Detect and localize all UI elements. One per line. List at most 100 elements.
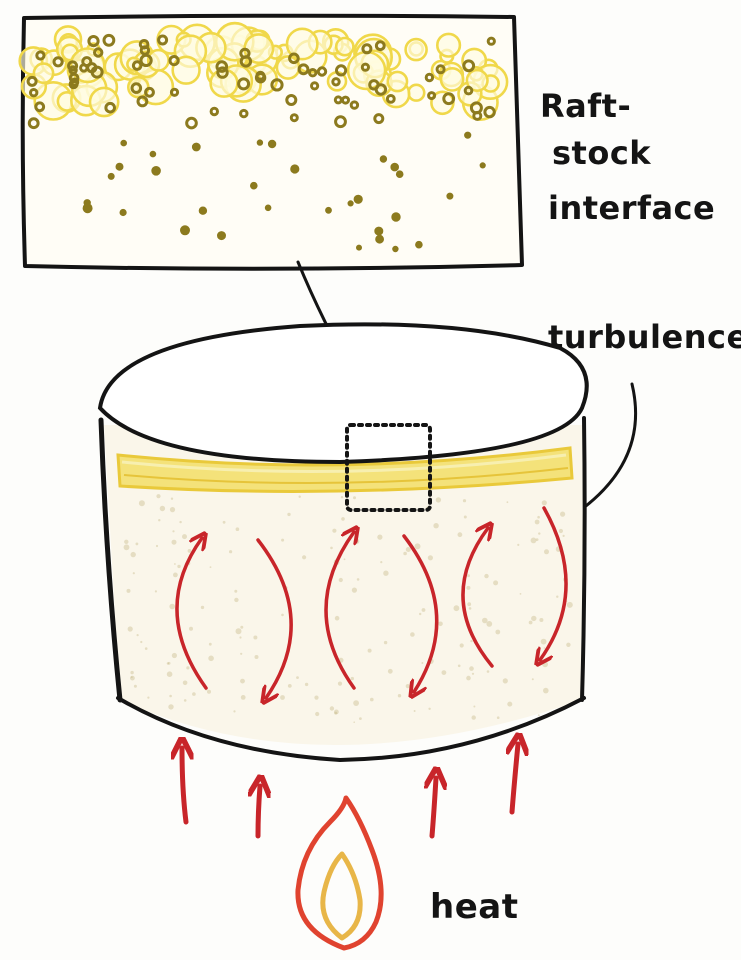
stock-speck xyxy=(132,572,135,575)
pot xyxy=(97,322,589,763)
stock-speck xyxy=(334,711,338,715)
stock-speck xyxy=(240,678,245,684)
stock-speck xyxy=(171,652,177,659)
stock-speck xyxy=(531,678,534,681)
stock-speck xyxy=(428,707,431,710)
stock-speck xyxy=(240,652,243,655)
raft-particle xyxy=(104,101,116,114)
raft-particle xyxy=(93,47,104,58)
stock-particle xyxy=(149,150,157,158)
stock-speck xyxy=(469,666,474,671)
pot-rim xyxy=(97,322,589,465)
stock-speck xyxy=(519,593,522,595)
stock-speck xyxy=(471,715,476,720)
raft-particle xyxy=(86,62,98,74)
raft-particle xyxy=(168,55,180,67)
convection-arrow-down-1 xyxy=(256,538,293,698)
raft-particle xyxy=(70,77,80,87)
stock-speck xyxy=(496,716,500,719)
stock-speck xyxy=(517,543,520,547)
stock-speck xyxy=(304,682,309,687)
stock-speck xyxy=(470,639,473,643)
stock-speck xyxy=(427,555,433,561)
stock-speck xyxy=(502,678,508,684)
raft-particles xyxy=(26,33,496,130)
stock-particle xyxy=(250,181,258,190)
pot-bottom xyxy=(116,696,586,763)
stock-speck xyxy=(457,664,461,668)
stock-particle xyxy=(151,166,161,176)
stock-speck xyxy=(341,517,345,521)
raft-particle xyxy=(462,59,476,73)
stock-particle xyxy=(353,194,363,204)
stock-speck xyxy=(235,628,242,635)
stock-speck xyxy=(383,570,389,576)
raft-particle xyxy=(285,94,298,106)
raft-particle xyxy=(157,34,169,46)
stock-speck xyxy=(556,595,559,598)
heat-arrow-1 xyxy=(182,748,186,825)
stock-speck xyxy=(414,543,421,550)
raft-bubble xyxy=(32,62,55,85)
stock-particle xyxy=(120,139,127,147)
stock-speck xyxy=(126,588,131,593)
stock-speck xyxy=(253,635,258,640)
stock-particle xyxy=(395,170,404,178)
stock-particle xyxy=(267,139,277,149)
stock-speck xyxy=(281,613,284,617)
stock-speck xyxy=(537,714,540,717)
stock-speck xyxy=(486,670,490,673)
stock-speck xyxy=(287,684,292,688)
stock-speck xyxy=(330,546,333,550)
raft-bubble xyxy=(404,37,428,62)
stock-speck xyxy=(353,496,356,500)
stock-particle xyxy=(415,240,423,249)
stock-particle xyxy=(82,203,93,214)
raft-particle xyxy=(308,68,318,78)
stock-speck xyxy=(343,558,346,561)
raft-particle xyxy=(216,66,229,79)
stock-speck xyxy=(280,695,285,700)
stock-speck xyxy=(530,537,537,544)
raft-particle xyxy=(385,94,396,104)
stock-speck xyxy=(560,511,566,517)
convection-arrow-up-1 xyxy=(175,538,206,690)
raft-particle xyxy=(215,60,229,73)
stock-speck xyxy=(539,618,544,622)
raft-particle xyxy=(360,62,370,72)
stock-speck xyxy=(410,632,415,637)
pot-right-wall xyxy=(580,416,587,702)
stock-speck xyxy=(566,601,573,608)
stock-speck xyxy=(169,507,176,513)
stock-speck xyxy=(136,634,139,637)
raft-particle xyxy=(87,35,100,48)
stock-speck xyxy=(468,607,472,610)
raft-particle xyxy=(463,85,474,96)
stock-speck xyxy=(189,626,193,631)
raft-particle xyxy=(131,60,143,71)
stock-speck xyxy=(329,706,335,711)
stock-particle xyxy=(115,162,124,171)
stock-speck xyxy=(558,528,564,534)
stock-speck xyxy=(435,497,442,503)
stock-speck xyxy=(281,538,285,542)
stock-speck xyxy=(334,709,339,715)
raft-label-line1: Raft- xyxy=(540,87,631,125)
stock-speck xyxy=(174,563,176,565)
stock-speck xyxy=(531,615,537,622)
heat-arrow-4 xyxy=(512,744,518,815)
stock-speck xyxy=(566,642,571,647)
raft-particle xyxy=(374,83,388,96)
stock-speck xyxy=(144,647,148,650)
stock-speck xyxy=(466,675,471,681)
stock-particle xyxy=(264,204,272,212)
raft-particle xyxy=(237,77,251,91)
stock-speck xyxy=(296,676,299,679)
stock-speck xyxy=(544,549,549,555)
stock-speck xyxy=(130,676,133,678)
raft-particle xyxy=(34,101,46,113)
heat-label: heat xyxy=(430,887,518,927)
stock-speck xyxy=(340,496,344,499)
stock-speck xyxy=(540,638,547,645)
raft-label-line3: interface xyxy=(548,189,715,227)
